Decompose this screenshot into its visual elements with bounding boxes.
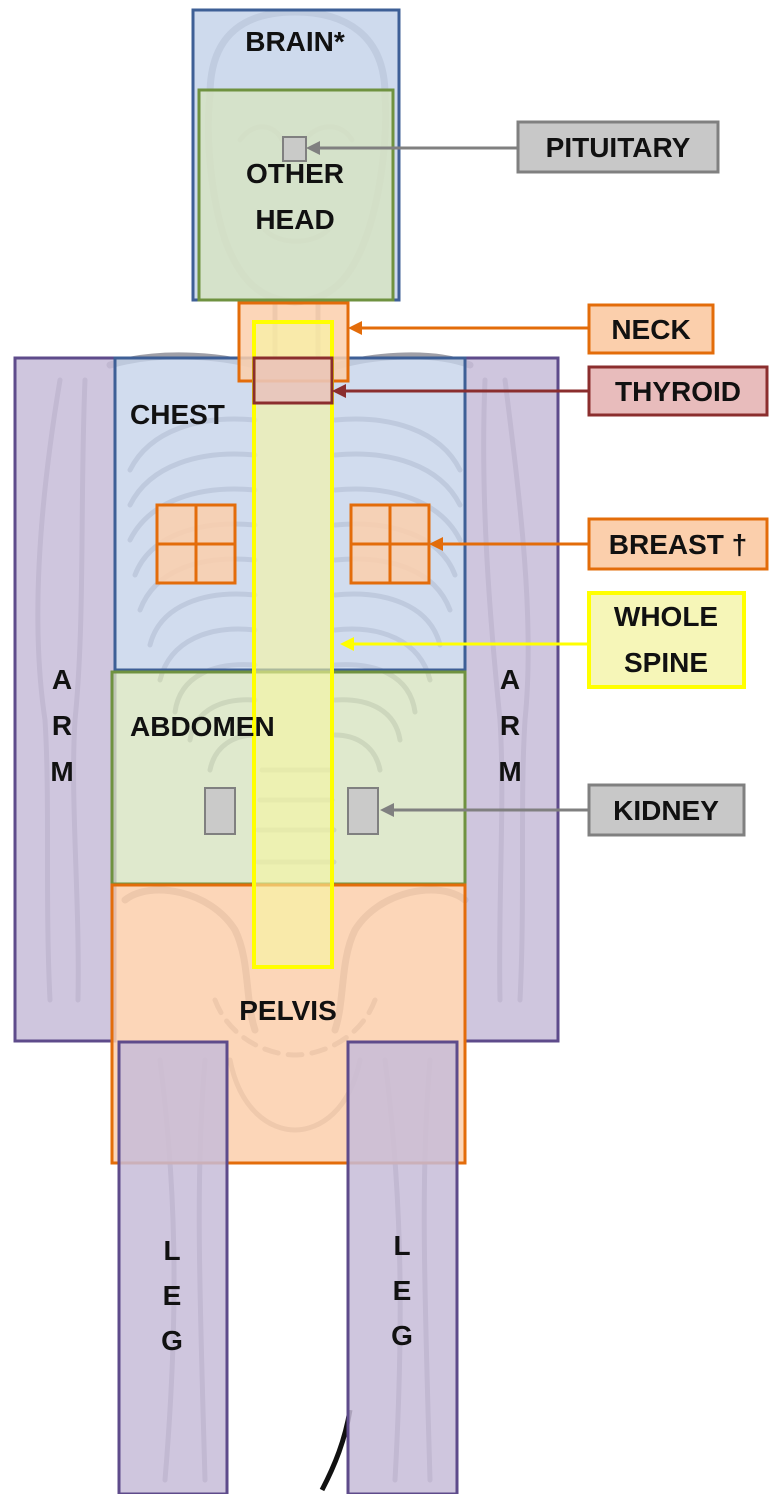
breast-left-region (157, 505, 235, 583)
other-head-region (199, 90, 393, 300)
whole-spine-region (254, 322, 332, 967)
leg-left-letter-2: E (163, 1280, 182, 1311)
breast-callout-label: BREAST † (609, 529, 747, 560)
kidney-left-region (205, 788, 235, 834)
thyroid-region (254, 358, 332, 403)
leg-left-region (119, 1042, 227, 1494)
arm-right-letter-1: A (500, 664, 520, 695)
other-head-label-line2: HEAD (255, 204, 334, 235)
kidney-right-region (348, 788, 378, 834)
arm-left-region (15, 358, 115, 1041)
pelvis-label: PELVIS (239, 995, 337, 1026)
leg-right-letter-3: G (391, 1320, 413, 1351)
arm-right-letter-3: M (498, 756, 521, 787)
arm-right-region (465, 358, 558, 1041)
thyroid-callout-label: THYROID (615, 376, 741, 407)
neck-callout-label: NECK (611, 314, 690, 345)
whole-spine-callout-line1: WHOLE (614, 601, 718, 632)
abdomen-label: ABDOMEN (130, 711, 275, 742)
brain-label: BRAIN* (245, 26, 345, 57)
leg-right-letter-1: L (393, 1230, 410, 1261)
pituitary-callout-label: PITUITARY (546, 132, 691, 163)
arm-left-letter-1: A (52, 664, 72, 695)
neck-callout: NECK (348, 305, 713, 353)
whole-spine-callout-line2: SPINE (624, 647, 708, 678)
leg-right-region (348, 1042, 457, 1494)
kidney-callout-label: KIDNEY (613, 795, 719, 826)
breast-right-region (351, 505, 429, 583)
leg-right-letter-2: E (393, 1275, 412, 1306)
leg-left-letter-3: G (161, 1325, 183, 1356)
arm-left-letter-2: R (52, 710, 72, 741)
leg-left-letter-1: L (163, 1235, 180, 1266)
arm-right-letter-2: R (500, 710, 520, 741)
other-head-label-line1: OTHER (246, 158, 344, 189)
chest-label: CHEST (130, 399, 225, 430)
leg-edge-line (322, 1410, 350, 1490)
arm-left-letter-3: M (50, 756, 73, 787)
